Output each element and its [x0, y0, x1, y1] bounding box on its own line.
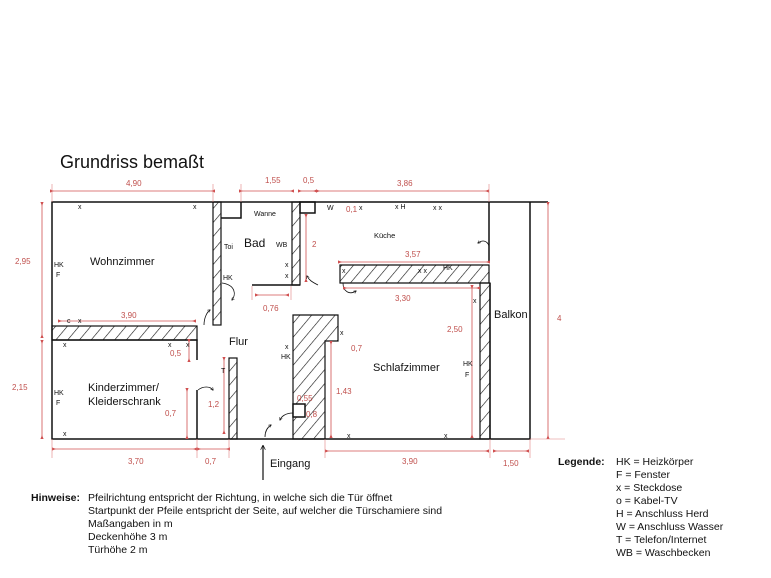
dim-label: 0,1: [346, 205, 358, 214]
socket-marker: x: [186, 342, 190, 349]
dim-label: 3,90: [121, 311, 137, 320]
heater-label: HK: [443, 265, 453, 272]
room-flur: Flur: [229, 336, 248, 348]
socket-marker: x: [193, 204, 197, 211]
phone-label: T: [221, 368, 226, 375]
dim-label: 2: [312, 240, 317, 249]
dim-label: 2,95: [15, 257, 31, 266]
toilet-label: Toi: [224, 244, 233, 251]
cable-tv-marker: c: [67, 318, 71, 325]
heater-label: HK: [463, 361, 473, 368]
dim-label: 0,8: [306, 410, 318, 419]
socket-marker: x: [168, 342, 172, 349]
heater-label: HK: [54, 262, 64, 269]
heater-label: HK: [223, 275, 233, 282]
sink-label: WB: [276, 242, 288, 249]
socket-marker: x: [347, 433, 351, 440]
page-title: Grundriss bemaßt: [60, 152, 204, 172]
dim-label: 3,70: [128, 457, 144, 466]
legend-title: Legende:: [558, 456, 605, 468]
dim-label: 3,86: [397, 179, 413, 188]
dim-label: 0,7: [351, 344, 363, 353]
stove-label: x H: [395, 204, 406, 211]
socket-marker: x: [359, 205, 363, 212]
dim-label: 0,55: [297, 394, 313, 403]
dim-label: 0,76: [263, 304, 279, 313]
legend-item: H = Anschluss Herd: [616, 508, 709, 520]
room-labels: Wohnzimmer Bad Küche Flur Kinderzimmer/ …: [88, 231, 528, 470]
hints-title: Hinweise:: [31, 492, 81, 504]
legend-item: F = Fenster: [616, 469, 670, 481]
hint-item: Deckenhöhe 3 m: [88, 531, 168, 543]
window-label: F: [56, 272, 60, 279]
socket-marker: x: [78, 204, 82, 211]
water-label: W: [327, 205, 334, 212]
hatched-walls: [51, 201, 491, 440]
heater-label: HK: [281, 354, 291, 361]
dim-label: 1,2: [208, 400, 220, 409]
hint-item: Startpunkt der Pfeile entspricht der Sei…: [88, 505, 443, 517]
room-kueche: Küche: [374, 231, 395, 240]
hint-item: Türhöhe 2 m: [88, 544, 148, 556]
room-kinderzimmer: Kinderzimmer/: [88, 382, 160, 394]
dim-label: 3,30: [395, 294, 411, 303]
dimension-lines: [40, 184, 565, 458]
dim-label: 2,50: [447, 325, 463, 334]
room-kleiderschrank: Kleiderschrank: [88, 396, 161, 408]
dim-label: 4,90: [126, 179, 142, 188]
dim-label: 0,7: [205, 457, 217, 466]
socket-marker: x: [63, 342, 67, 349]
dim-label: 1,43: [336, 387, 352, 396]
dim-label: 3,90: [402, 457, 418, 466]
socket-marker: x: [473, 298, 477, 305]
room-schlafzimmer: Schlafzimmer: [373, 362, 440, 374]
room-wohnzimmer: Wohnzimmer: [90, 256, 155, 268]
legend-item: T = Telefon/Internet: [616, 534, 707, 546]
legend-item: W = Anschluss Wasser: [616, 521, 724, 533]
dim-label: 0,5: [170, 349, 182, 358]
dimension-labels: 4,90 1,55 0,5 3,86 2,95 2 0,1 3,57 3,30 …: [12, 176, 562, 468]
legend-item: x = Steckdose: [616, 482, 683, 494]
legend-item: o = Kabel-TV: [616, 495, 678, 507]
room-bad: Bad: [244, 236, 265, 250]
dim-label: 0,7: [165, 409, 177, 418]
dim-label: 2,15: [12, 383, 28, 392]
socket-marker: x: [63, 431, 67, 438]
legend: Legende: HK = Heizkörper F = Fenster x =…: [558, 456, 723, 560]
socket-marker: x: [78, 318, 82, 325]
socket-marker: x: [285, 262, 289, 269]
hints: Hinweise: Pfeilrichtung entspricht der R…: [31, 492, 442, 557]
dim-label: 1,55: [265, 176, 281, 185]
dim-label: 4: [557, 314, 562, 323]
socket-marker: x: [285, 344, 289, 351]
door-arrows: [197, 241, 490, 480]
socket-marker: x: [340, 330, 344, 337]
socket-marker: x x: [433, 205, 442, 212]
legend-item: WB = Waschbecken: [616, 547, 711, 559]
legend-item: HK = Heizkörper: [616, 456, 694, 468]
entrance-label: Eingang: [270, 458, 310, 470]
socket-marker: x: [285, 273, 289, 280]
bathtub-label: Wanne: [254, 211, 276, 218]
dim-label: 1,50: [503, 459, 519, 468]
room-balkon: Balkon: [494, 309, 528, 321]
dim-label: 0,5: [303, 176, 315, 185]
fixture-markers: Wanne Toi WB HK W x x H x x x x x HK x x…: [54, 204, 477, 440]
hint-item: Maßangaben in m: [88, 518, 173, 530]
hint-item: Pfeilrichtung entspricht der Richtung, i…: [88, 492, 393, 504]
socket-marker: x: [342, 268, 346, 275]
heater-label: HK: [54, 390, 64, 397]
socket-marker: x: [444, 433, 448, 440]
window-label: F: [56, 400, 60, 407]
socket-marker: x x: [418, 268, 427, 275]
window-label: F: [465, 372, 469, 379]
dim-label: 3,57: [405, 250, 421, 259]
